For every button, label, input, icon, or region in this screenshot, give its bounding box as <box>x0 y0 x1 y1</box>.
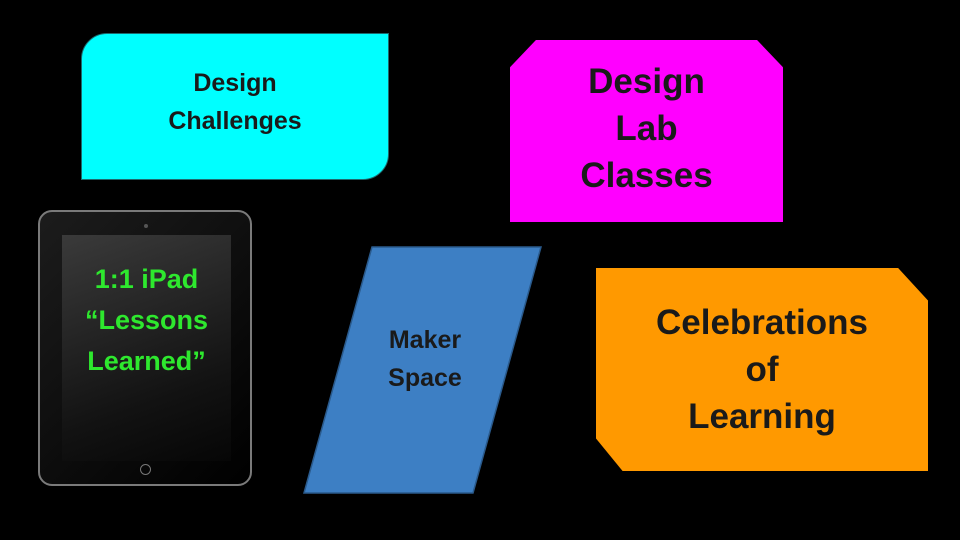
maker-space-shape <box>303 246 542 494</box>
design-lab-classes-box: Design Lab Classes <box>510 40 783 222</box>
maker-space-label: Maker Space <box>388 325 462 392</box>
ipad-lessons-label: 1:1 iPad “Lessons Learned” <box>84 263 209 376</box>
ipad-camera <box>144 224 148 228</box>
design-challenges-box: Design Challenges <box>81 33 389 180</box>
design-lab-classes-label: Design Lab Classes <box>580 61 713 195</box>
design-challenges-label: Design Challenges <box>168 68 302 135</box>
ipad-home-button <box>140 464 151 475</box>
maker-space-box: Maker Space <box>303 246 542 494</box>
ipad-screen: 1:1 iPad “Lessons Learned” <box>62 235 231 461</box>
celebrations-of-learning-label: Celebrations of Learning <box>656 303 868 436</box>
ipad-device: 1:1 iPad “Lessons Learned” <box>38 210 252 486</box>
celebrations-of-learning-box: Celebrations of Learning <box>596 268 928 471</box>
